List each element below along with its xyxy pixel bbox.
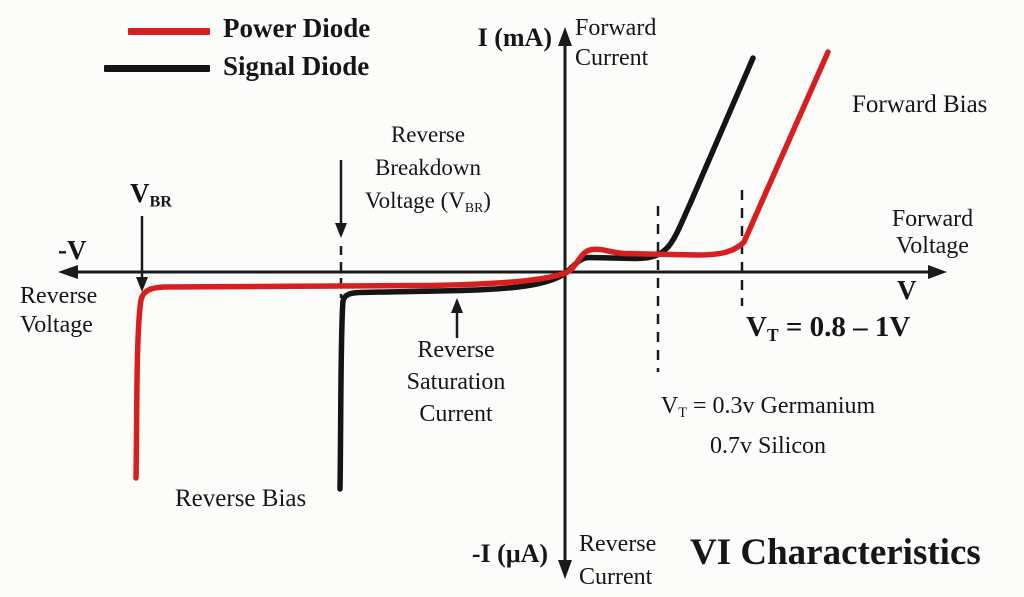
breakdown-voltage-caption: Reverse Breakdown Voltage (VBR)	[365, 122, 491, 215]
y-axis-negative-label: -I (μA)	[471, 539, 548, 568]
legend-label-signal-diode: Signal Diode	[223, 51, 370, 81]
forward-voltage-caption: Forward Voltage	[891, 206, 974, 259]
legend-swatch-power-diode	[128, 28, 210, 35]
figure-title: VI Characteristics	[690, 532, 981, 573]
legend-swatch-signal-diode	[104, 65, 210, 72]
saturation-current-caption: Reverse Saturation Current	[406, 337, 506, 427]
x-axis-negative-label: -V	[58, 235, 87, 265]
vt-range-label: VT = 0.8 – 1V	[746, 311, 911, 345]
power-diode-curve	[133, 49, 831, 481]
saturation-arrowhead	[451, 298, 463, 313]
y-axis-top-arrowhead	[558, 27, 572, 46]
vt-values-caption: VT = 0.3v Germanium 0.7v Silicon	[660, 393, 876, 460]
x-axis-right-arrowhead	[928, 265, 947, 279]
breakdown-arrowhead	[335, 223, 347, 238]
y-axis-bottom-arrowhead	[558, 560, 572, 579]
reverse-bias-label: Reverse Bias	[175, 485, 307, 512]
signal-diode-curve	[337, 55, 756, 492]
vbr-marker-label: VBR	[130, 178, 172, 211]
x-axis-positive-label: V	[897, 275, 917, 305]
reverse-voltage-caption: Reverse Voltage	[20, 283, 98, 338]
reverse-current-caption: Reverse Current	[579, 531, 657, 590]
x-axis-left-arrowhead	[58, 265, 78, 279]
vbr-arrowhead	[136, 277, 148, 292]
y-axis-positive-label: I (mA)	[477, 23, 552, 52]
legend-label-power-diode: Power Diode	[223, 13, 371, 43]
forward-current-caption: Forward Current	[575, 15, 657, 71]
forward-bias-label: Forward Bias	[852, 91, 988, 118]
